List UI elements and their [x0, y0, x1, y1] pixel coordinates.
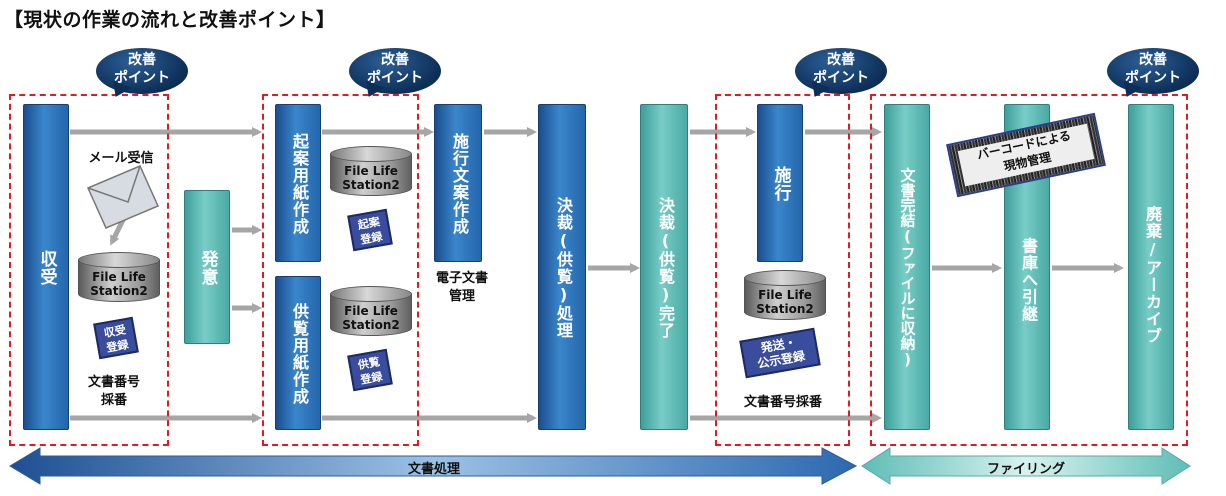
- bunsho-shori-label: 文書処理: [407, 462, 461, 477]
- envelope-icon: [87, 165, 159, 229]
- denshi-label-2: 管理: [448, 289, 476, 304]
- kaizen-area-1: [9, 94, 169, 446]
- pillar-shiko-bunan: 施行文案作成: [434, 104, 482, 262]
- connector-lines: [70, 127, 1124, 423]
- bunsho-shori-arrow: [9, 447, 858, 485]
- pillar-bunsho-kanketsu: 文書完結(ファイルに収納): [884, 104, 930, 430]
- kaizen-point-callout-2: 改善 ポイント: [349, 48, 441, 101]
- kaizen-point-callout-4: 改善 ポイント: [1107, 48, 1199, 101]
- kaizen-point-callout-1: 改善 ポイント: [96, 48, 188, 101]
- pillar-hatsui: 発意: [184, 190, 230, 344]
- bunsho-bango-label-3: 文書番号採番: [743, 395, 823, 410]
- pillar-jyuju: 収受: [23, 104, 69, 430]
- kaizen-area-4: [870, 94, 1188, 446]
- pillar-kyoran: 供覧用紙作成: [275, 276, 321, 430]
- pillar-shiko: 施行: [757, 104, 803, 262]
- pillar-kian: 起案用紙作成: [275, 104, 321, 262]
- pillar-haiki: 廃棄/アーカイブ: [1128, 104, 1174, 430]
- bunsho-bango-label-2: 採番: [100, 393, 128, 408]
- denshi-label-1: 電子文書: [435, 271, 489, 286]
- filing-arrow: [861, 447, 1191, 485]
- pillar-kessai: 決裁(供覧)処理: [538, 104, 586, 430]
- kaizen-point-callout-3: 改善 ポイント: [795, 48, 887, 101]
- stamp-kyoran: 供覧登録: [347, 348, 393, 392]
- kaizen-area-3: [715, 94, 850, 446]
- bunsho-bango-label-1: 文書番号: [87, 375, 141, 390]
- stamp-jyuju: 収受登録: [93, 316, 139, 360]
- kaizen-area-2: [262, 94, 419, 446]
- stamp-kian: 起案登録: [347, 208, 393, 252]
- pillar-kessai-kanryo: 決裁(供覧)完了: [640, 104, 688, 430]
- page-title: 【現状の作業の流れと改善ポイント】: [4, 9, 336, 31]
- filing-label: ファイリング: [986, 462, 1066, 477]
- mail-label: メール受信: [88, 151, 154, 166]
